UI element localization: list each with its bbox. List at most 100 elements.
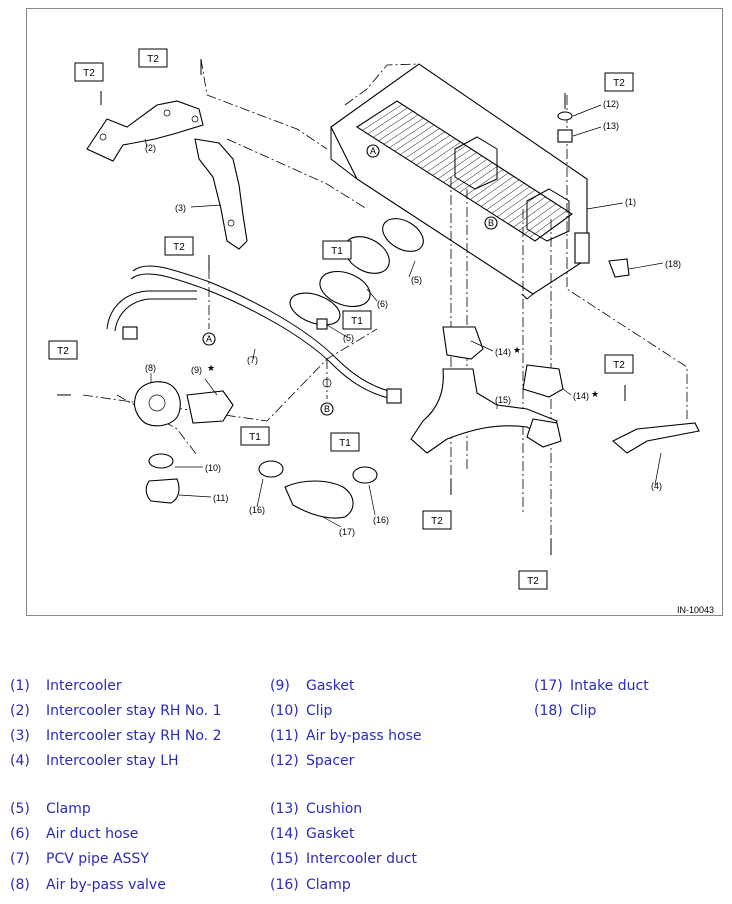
svg-text:T2: T2 xyxy=(431,516,443,527)
marker-b: B xyxy=(320,402,334,416)
legend-label: Clamp xyxy=(306,877,351,893)
intercooler-stay-rh-no1 xyxy=(86,100,204,162)
intercooler-stay-lh xyxy=(612,422,700,454)
legend-label: Spacer xyxy=(306,753,355,769)
legend-item: (8) Air by-pass valve xyxy=(10,877,166,893)
legend-item: (1) Intercooler xyxy=(10,678,122,694)
legend-item: (7)PCV pipe ASSY xyxy=(10,851,149,867)
legend-number: (9) xyxy=(270,678,290,694)
legend-item: (4)Intercooler stay LH xyxy=(10,753,179,769)
legend-number: (14) xyxy=(270,826,299,842)
torque-tag-t2: T2 xyxy=(138,48,168,68)
legend-label: Intercooler xyxy=(46,678,122,694)
torque-tag-t1: T1 xyxy=(342,310,372,330)
torque-tag-t1: T1 xyxy=(330,432,360,452)
star-mark: ★ xyxy=(513,345,521,355)
svg-text:T1: T1 xyxy=(249,432,261,443)
torque-tag-t2: T2 xyxy=(48,340,78,360)
star-mark: ★ xyxy=(591,389,599,399)
callout-14: (14) xyxy=(495,347,511,357)
callout-5: (5) xyxy=(343,333,354,343)
callout-3: (3) xyxy=(175,203,186,213)
callout-18: (18) xyxy=(665,259,681,269)
svg-text:T2: T2 xyxy=(57,346,69,357)
callout-9: (9) xyxy=(191,365,202,375)
legend-number: (18) xyxy=(534,703,563,719)
svg-text:T1: T1 xyxy=(339,438,351,449)
reference-markers: A B A B xyxy=(202,144,498,416)
legend-number: (13) xyxy=(270,801,299,817)
legend-label: PCV pipe ASSY xyxy=(46,851,149,867)
callouts: (1) (2) (3) (4) (5) (5) (6) (7) (8) (9) … xyxy=(145,99,714,615)
legend-label: Clip xyxy=(570,703,597,719)
legend-label: Air by-pass valve xyxy=(46,877,166,893)
legend-number: (3) xyxy=(10,728,30,744)
torque-tag-t1: T1 xyxy=(322,240,352,260)
intake-duct xyxy=(258,460,378,519)
legend-number: (17) xyxy=(534,678,563,694)
leader-lines xyxy=(144,104,664,528)
legend-number: (16) xyxy=(270,877,299,893)
torque-tag-t2: T2 xyxy=(518,570,548,590)
callout-2: (2) xyxy=(145,143,156,153)
legend-label: Air by-pass hose xyxy=(306,728,422,744)
legend-item: (14)Gasket xyxy=(270,826,354,842)
svg-text:T2: T2 xyxy=(147,54,159,65)
callout-11: (11) xyxy=(213,493,228,503)
legend-number: (1) xyxy=(10,678,30,694)
svg-text:T2: T2 xyxy=(83,68,95,79)
legend-label: Clip xyxy=(306,703,333,719)
callout-4: (4) xyxy=(651,481,662,491)
svg-text:T2: T2 xyxy=(613,78,625,89)
legend-label: Air duct hose xyxy=(46,826,139,842)
torque-tags: T2 T2 T2 T2 T1 T1 T2 T2 T1 T1 T2 T2 xyxy=(48,48,634,590)
legend-number: (4) xyxy=(10,753,30,769)
torque-tag-t2: T2 xyxy=(74,62,104,82)
clip-18 xyxy=(608,258,630,278)
legend-item: (15) Intercooler duct xyxy=(270,851,417,867)
intercooler-stay-rh-no2 xyxy=(194,138,248,250)
callout-17: (17) xyxy=(339,527,355,537)
legend-label: Intercooler stay RH No. 2 xyxy=(46,728,222,744)
svg-text:A: A xyxy=(206,334,212,344)
air-bypass-hose xyxy=(145,478,180,504)
legend-number: (10) xyxy=(270,703,299,719)
callout-14: (14) xyxy=(573,391,589,401)
legend-item: (16) Clamp xyxy=(270,877,351,893)
legend-label: Intercooler duct xyxy=(306,851,418,867)
callout-13: (13) xyxy=(603,121,619,131)
legend-item: (6) Air duct hose xyxy=(10,826,138,842)
legend-label: Gasket xyxy=(306,678,355,694)
svg-text:T2: T2 xyxy=(613,360,625,371)
callout-10: (10) xyxy=(205,463,221,473)
legend-number: (12) xyxy=(270,753,299,769)
legend-number: (11) xyxy=(270,728,299,744)
callout-8: (8) xyxy=(145,363,156,373)
legend-item: (9) Gasket xyxy=(270,678,354,694)
legend-label: Clamp xyxy=(46,801,91,817)
svg-text:B: B xyxy=(324,404,330,414)
legend-number: (5) xyxy=(10,801,30,817)
legend-number: (8) xyxy=(10,877,30,893)
torque-tag-t2: T2 xyxy=(604,354,634,374)
legend-item: (11) Air by-pass hose xyxy=(270,728,422,744)
marker-a: A xyxy=(366,144,380,158)
callout-12: (12) xyxy=(603,99,619,109)
intercooler-duct xyxy=(410,326,564,454)
air-bypass-valve xyxy=(133,381,234,427)
callout-1: (1) xyxy=(625,197,636,207)
svg-text:B: B xyxy=(488,218,494,228)
legend-item: (18) Clip xyxy=(534,703,596,719)
legend-item: (3) Intercooler stay RH No. 2 xyxy=(10,728,222,744)
legend-number: (15) xyxy=(270,851,299,867)
legend-label: Intercooler stay RH No. 1 xyxy=(46,703,222,719)
torque-tag-t2: T2 xyxy=(604,72,634,92)
svg-text:T2: T2 xyxy=(527,576,539,587)
legend-item: (13)Cushion xyxy=(270,801,362,817)
marker-b: B xyxy=(484,216,498,230)
callout-5: (5) xyxy=(411,275,422,285)
legend-number: (6) xyxy=(10,826,30,842)
bolts xyxy=(57,59,626,555)
pcv-pipe-assy xyxy=(106,265,402,404)
svg-text:A: A xyxy=(370,146,376,156)
